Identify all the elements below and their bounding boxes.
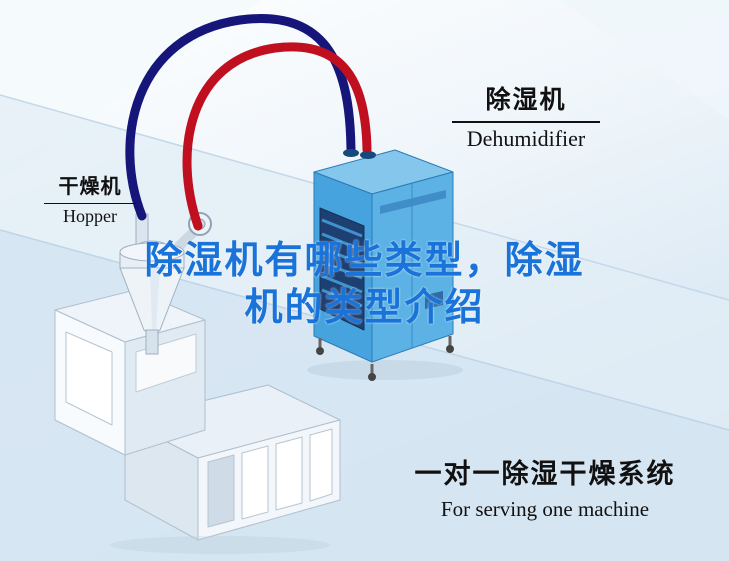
page-title: 除湿机有哪些类型，除湿 机的类型介绍 [0, 238, 729, 332]
system-caption-en: For serving one machine [440, 497, 650, 521]
dehumidifier-label-cn: 除湿机 [485, 86, 567, 114]
system-caption-cn: 一对一除湿干燥系统 [414, 459, 676, 489]
hopper-label-cn: 干燥机 [58, 176, 122, 198]
hose-connector-left [343, 149, 359, 157]
dehumidifier-label: 除湿机 Dehumidifier [452, 80, 600, 152]
casters [316, 336, 454, 381]
page-title-line1: 除湿机有哪些类型，除湿 [144, 240, 585, 282]
machine-illustration [54, 289, 341, 554]
dehumidifier-illustration [307, 149, 463, 381]
system-caption: 一对一除湿干燥系统 For serving one machine [380, 452, 710, 522]
pipe-navy [125, 14, 356, 221]
page-title-line2: 机的类型介绍 [244, 287, 485, 329]
pipe-red [182, 42, 372, 231]
hopper-label-en: Hopper [63, 206, 117, 226]
hopper-label: 干燥机 Hopper [44, 170, 136, 227]
dehumidifier-label-rule [452, 121, 600, 123]
hopper-label-rule [44, 203, 136, 204]
hose-connector-right [360, 151, 376, 159]
grille-slats [321, 218, 363, 308]
hopper-illustration [119, 212, 212, 355]
dehumidifier-label-en: Dehumidifier [466, 126, 586, 151]
